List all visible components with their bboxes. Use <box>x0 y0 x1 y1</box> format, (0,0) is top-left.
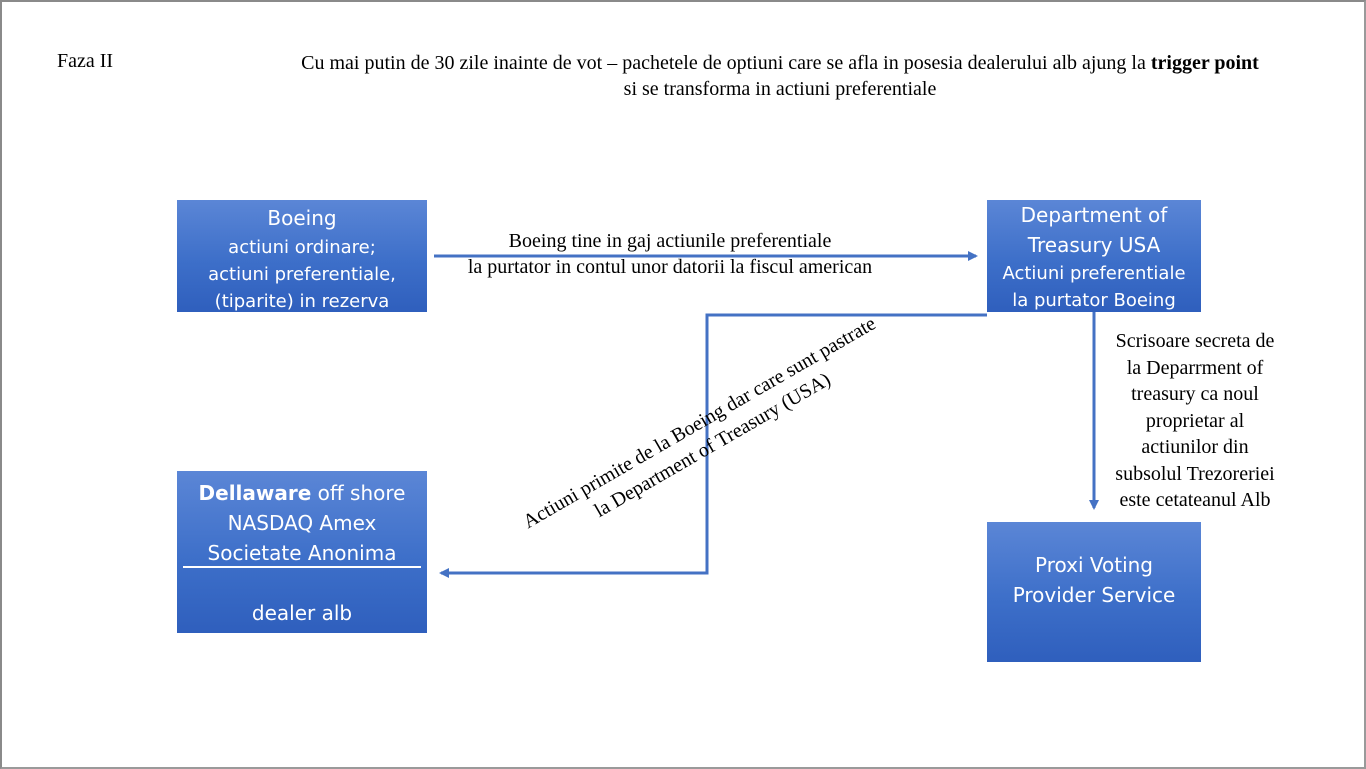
dellaware-line-3: Societate Anonima <box>207 541 397 565</box>
boeing-box: Boeing actiuni ordinare; actiuni prefere… <box>177 200 427 312</box>
dellaware-line-2: NASDAQ Amex <box>227 511 377 535</box>
treasury-line-4: la purtator Boeing <box>1012 290 1176 311</box>
note-line: este cetateanul Alb <box>1119 489 1271 511</box>
proxi-line-1: Proxi Voting <box>1035 553 1153 577</box>
note-line: actiunilor din <box>1141 436 1249 458</box>
trigger-point-text: trigger point <box>1150 52 1259 74</box>
note-line: subsolul Trezoreriei <box>1115 462 1275 485</box>
treasury-box: Department of Treasury USA Actiuni prefe… <box>987 200 1201 312</box>
treasury-title-2: Treasury USA <box>1027 233 1161 257</box>
arrow-treasury-to-dellaware <box>439 313 987 578</box>
note-line: treasury ca noul <box>1131 383 1259 405</box>
treasury-proxi-label: Scrisoare secreta de la Deparrment of tr… <box>1100 328 1290 514</box>
note-line: la Deparrment of <box>1126 356 1264 379</box>
dellaware-line-4: dealer alb <box>251 601 353 625</box>
treasury-title-1: Department of <box>1020 203 1168 227</box>
treasury-line-3: Actiuni preferentiale <box>1002 263 1186 284</box>
boeing-treasury-label-2: la purtator in contul unor datorii la fi… <box>467 256 873 278</box>
note-line: Scrisoare secreta de <box>1115 330 1275 352</box>
dellaware-suffix: off shore <box>311 481 406 505</box>
phase-description: Cu mai putin de 30 zile inainte de vot –… <box>225 50 1335 102</box>
boeing-line-2: actiuni ordinare; <box>228 237 376 258</box>
dellaware-title: Dellaware off shore <box>177 471 427 508</box>
phase-label: Faza II <box>57 50 114 72</box>
boeing-treasury-label-1: Boeing tine in gaj actiunile preferentia… <box>508 230 832 252</box>
phase-description-text-2: si se transforma in actiuni preferential… <box>623 78 937 100</box>
boeing-treasury-label: Boeing tine in gaj actiunile preferentia… <box>440 228 900 280</box>
dellaware-name: Dellaware <box>198 481 312 505</box>
dellaware-divider <box>183 566 421 568</box>
proxi-box: Proxi Voting Provider Service <box>987 522 1201 662</box>
boeing-title: Boeing <box>267 206 337 230</box>
proxi-line-2: Provider Service <box>1012 583 1176 607</box>
boeing-line-4: (tiparite) in rezerva <box>214 291 390 312</box>
note-line: proprietar al <box>1145 409 1245 432</box>
boeing-line-3: actiuni preferentiale, <box>208 264 396 285</box>
dellaware-box: Dellaware off shore NASDAQ Amex Societat… <box>177 471 427 633</box>
phase-description-text: Cu mai putin de 30 zile inainte de vot –… <box>301 52 1151 74</box>
